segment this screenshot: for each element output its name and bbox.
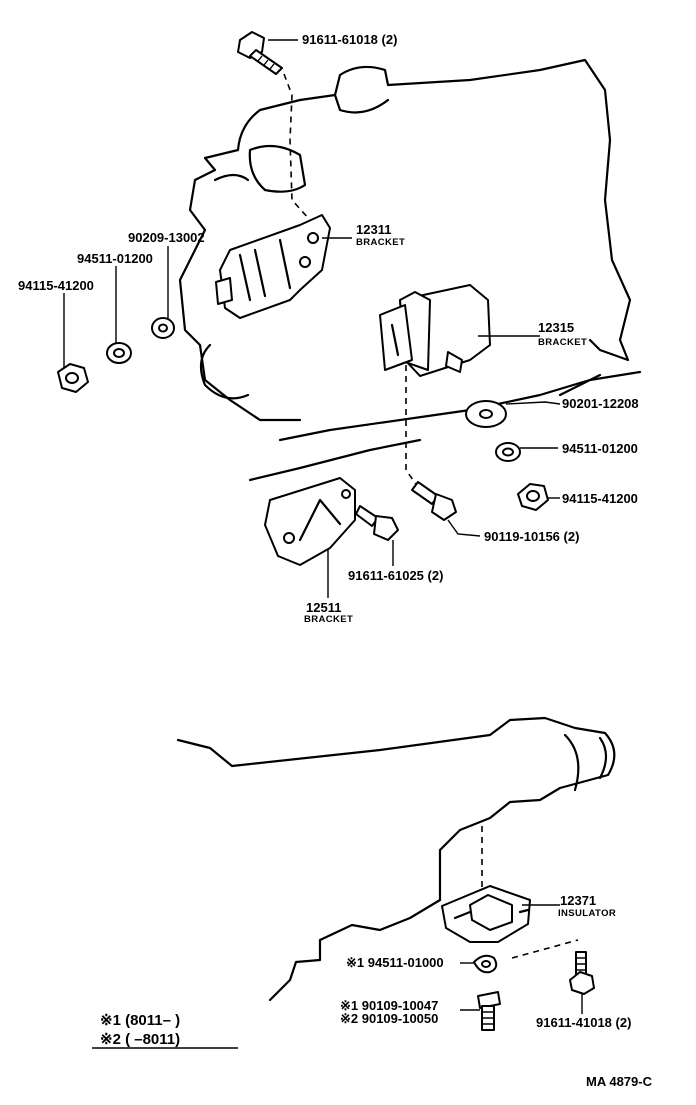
label-insulator-12371-desc: INSULATOR	[558, 908, 616, 919]
label-nut-left: 94115-41200	[18, 278, 94, 293]
engine-outline	[178, 58, 642, 482]
lockwasher-left-icon	[106, 342, 132, 364]
label-bolt-bottom-2: ※2 90109-10050	[340, 1011, 438, 1026]
label-nut-right: 94115-41200	[562, 491, 638, 506]
label-lockwasher-left: 94511-01200	[77, 251, 153, 266]
label-lockwasher-right: 94511-01200	[562, 441, 638, 456]
label-washer-right: 90201-12208	[562, 396, 639, 411]
bracket-12315-guide	[405, 365, 421, 491]
lockwasher-right-icon	[495, 442, 521, 462]
bracket-12511-icon	[264, 477, 356, 566]
transmission-outline	[176, 716, 616, 1002]
label-insulator-12371: 12371	[560, 893, 596, 908]
label-bolt-mid: 91611-61025 (2)	[348, 568, 443, 583]
lockwasher-bottom-icon	[473, 954, 498, 974]
bracket-12311-icon	[215, 214, 331, 319]
bolt-bottom-right-icon	[569, 951, 595, 995]
label-washer-left: 90209-13002	[128, 230, 205, 245]
bolt-right-leader	[447, 519, 481, 537]
nut-left-icon	[57, 363, 89, 393]
label-bolt-bottom-right: 91611-41018 (2)	[536, 1015, 631, 1030]
bottom-right-guide	[511, 939, 579, 959]
figure-code: MA 4879-C	[586, 1074, 653, 1089]
washer-left-icon	[151, 317, 175, 339]
label-bolt-top: 91611-61018 (2)	[302, 32, 397, 47]
bolt-top-guide	[283, 73, 311, 221]
label-bolt-right: 90119-10156 (2)	[484, 529, 579, 544]
label-bolt-bottom-1: ※1 90109-10047	[340, 998, 438, 1013]
label-lockwasher-bottom: ※1 94511-01000	[346, 955, 444, 970]
insulator-12371-icon	[441, 885, 531, 943]
label-bracket-12311-desc: BRACKET	[356, 237, 405, 248]
washer-right-icon	[465, 400, 507, 428]
label-bracket-12315: 12315	[538, 320, 574, 335]
bolt-top-icon	[237, 31, 283, 75]
washer-right-leader	[505, 401, 561, 405]
bolt-mid-icon	[355, 505, 399, 541]
bolt-bottom-icon	[477, 991, 501, 1031]
label-bracket-12315-desc: BRACKET	[538, 337, 587, 348]
label-bracket-12311: 12311	[356, 222, 391, 237]
nut-right-icon	[517, 483, 549, 511]
bolt-right-icon	[411, 481, 457, 521]
note-line-1: ※1 (8011– )	[100, 1012, 180, 1029]
note-line-2: ※2 ( –8011)	[100, 1031, 180, 1048]
label-bracket-12511-desc: BRACKET	[304, 614, 353, 625]
label-bracket-12511: 12511	[306, 600, 341, 615]
bracket-12315-icon	[379, 284, 491, 377]
